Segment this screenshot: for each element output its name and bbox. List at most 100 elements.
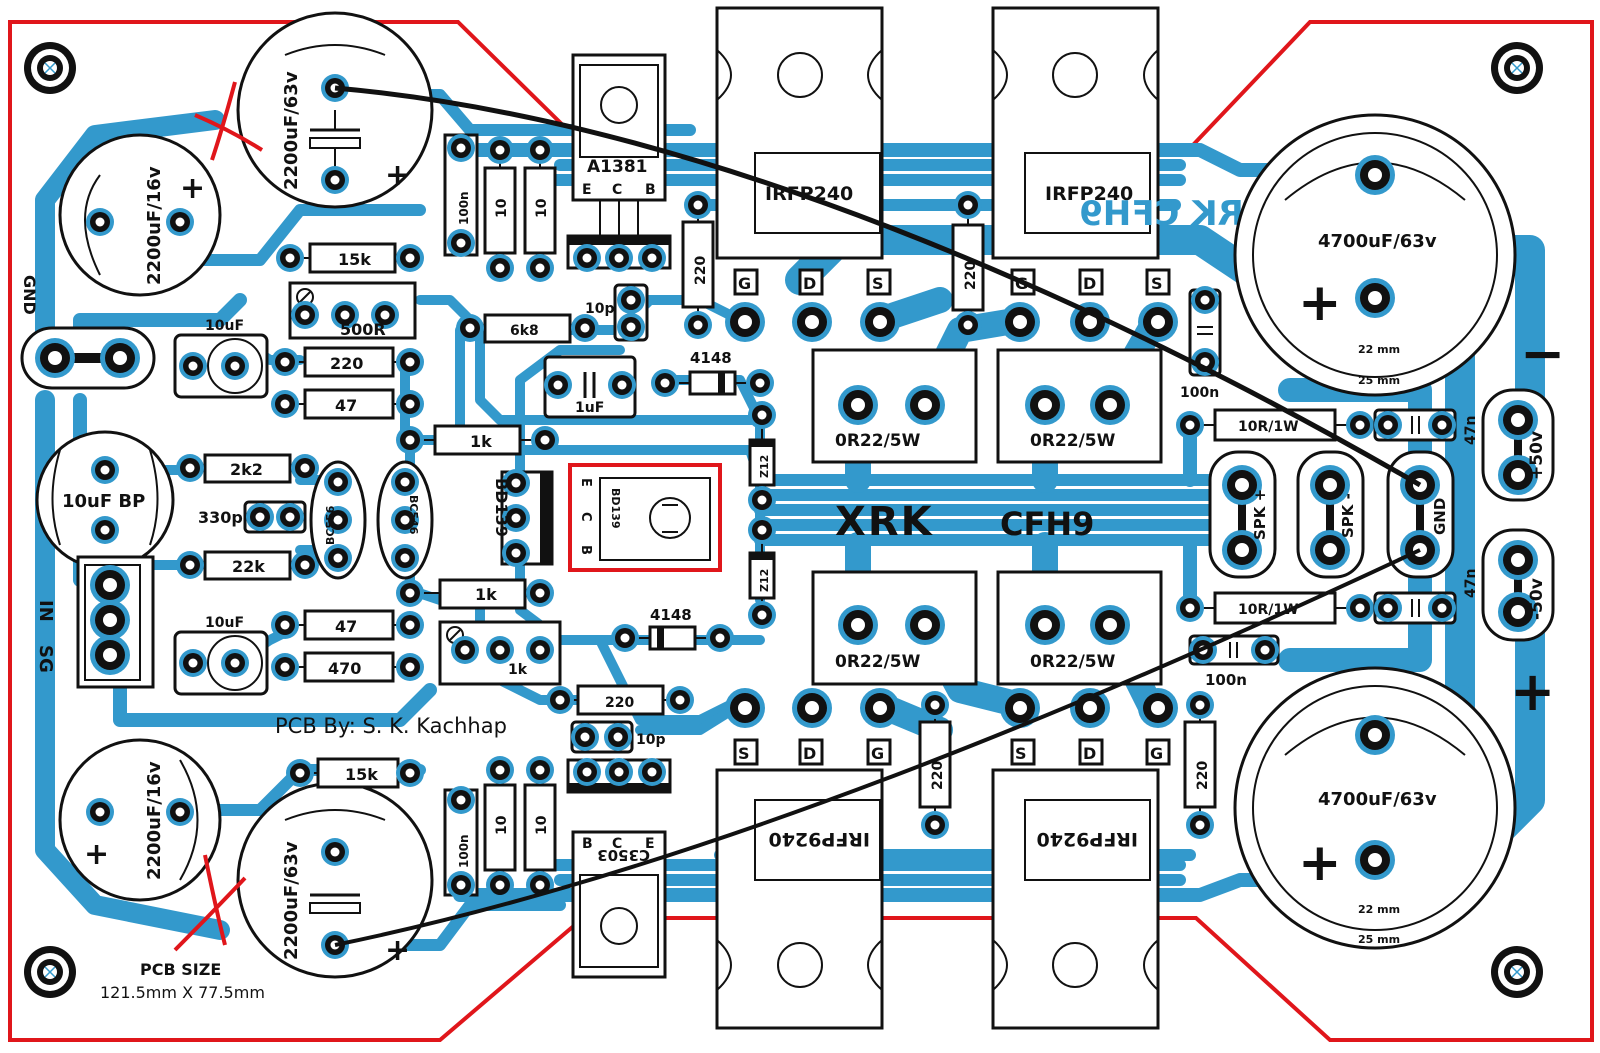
trimmer-1k: 1k [438, 620, 562, 686]
r10r-a-label: 10R/1W [1238, 419, 1299, 435]
jumper-wire-bottom [334, 548, 1421, 947]
pin-c-label: C [612, 182, 622, 198]
v-plus-label: +50v [1527, 431, 1547, 480]
pcb-size-title: PCB SIZE [140, 960, 221, 979]
c100n-c-label: 100n [1180, 385, 1219, 401]
pin-g-label: G [1150, 744, 1163, 763]
resistor-10-a: 10 [483, 136, 517, 282]
cap-10uf-bp: 10uF BP [35, 430, 175, 570]
d25-top-label: 25 mm [1358, 374, 1400, 387]
r47-b-label: 47 [335, 617, 357, 636]
r220-e-label: 220 [930, 761, 946, 790]
c10p-a-label: 10p [585, 301, 615, 317]
transistor-a1381: A1381 E C B [566, 53, 672, 272]
pin-d-label: D [803, 274, 816, 293]
bd139-h-label: BD139 [609, 488, 622, 528]
resistor-10-d: 10 [523, 756, 557, 899]
pin-g-label: G [738, 274, 751, 293]
cap-47n-top: 47n [1373, 408, 1479, 445]
c100n-b-label: 100n [457, 834, 471, 868]
cap-10uf-lower-label: 10uF [205, 615, 244, 631]
or22-c-label: 0R22/5W [835, 652, 921, 672]
input-connector: IN SG [35, 555, 155, 689]
pin-s-label: S [1151, 274, 1163, 293]
resistor-15k-bottom: 15k [286, 757, 424, 789]
spk-minus-label: SPK - [1339, 493, 1357, 538]
transistor-bc556: BC556 [309, 460, 367, 580]
resistor-220-gate-b: 220 [951, 191, 985, 339]
cap-plus-sign: + [1298, 273, 1342, 333]
resistor-2k2: 2k2 [176, 453, 319, 484]
transistor-bd139-vas: BD139 [492, 469, 554, 567]
cap-2200uf-63v-top: + 2200uF/63v [236, 11, 434, 209]
cap-2200uf-63v-bottom-label: 2200uF/63v [281, 841, 302, 960]
cap-plus-sign: + [385, 933, 410, 968]
gnd-terminal-left: GND [20, 275, 156, 390]
bd139-label: BD139 [492, 478, 511, 537]
minus-sign: − [1520, 322, 1565, 385]
pin-d-label: D [803, 744, 816, 763]
r220-b-label: 220 [605, 695, 634, 711]
diode-4148-top: 4148 [651, 349, 774, 397]
mount-hole-tl [23, 41, 77, 95]
cap-2200uf-63v-bottom: + 2200uF/63v [236, 781, 434, 979]
c47n-a-label: 47n [1463, 416, 1479, 445]
resistor-6k8: 6k8 [456, 313, 599, 344]
resistor-47-b: 47 [271, 609, 424, 641]
cap-plus-sign: + [1298, 833, 1342, 893]
r2k2-label: 2k2 [230, 460, 263, 479]
cap-100n-bottom-left: 100n [443, 786, 479, 899]
red-x-mark-bottom [173, 854, 247, 952]
c3503-label: C3503 [597, 846, 650, 864]
cap-plus-sign: + [180, 171, 205, 206]
pin-e-label: E [578, 478, 593, 487]
resistor-15k-top: 15k [276, 242, 424, 274]
in-label: IN [35, 600, 56, 622]
mosfet-irfp240-right: IRFP240 G D S [991, 6, 1178, 342]
cap-47n-bottom: 47n [1373, 569, 1479, 625]
cap-10p-top: 10p [585, 283, 649, 342]
cap-2200uf-16v-bottom: + 2200uF/16v [58, 738, 222, 902]
or22-a-label: 0R22/5W [835, 431, 921, 451]
d22-bot-label: 22 mm [1358, 903, 1400, 916]
gnd-right-label: GND [1431, 498, 1449, 535]
pcb-size-value: 121.5mm X 77.5mm [100, 983, 265, 1002]
resistor-470: 470 [271, 651, 424, 683]
mount-hole-br [1490, 945, 1544, 999]
r1k-b-label: 1k [475, 585, 497, 604]
z12-b-label: Z12 [758, 569, 771, 592]
pin-b-label: B [578, 545, 593, 555]
spk-plus-label: SPK + [1251, 489, 1269, 540]
r470-label: 470 [328, 659, 361, 678]
irfp9240-a-label: IRFP9240 [769, 828, 871, 850]
pin-s-label: S [1015, 744, 1027, 763]
cap-plus-sign: + [84, 837, 109, 872]
power-terminal-minus-50v: -50v [1481, 528, 1555, 642]
r10-a-label: 10 [494, 198, 510, 218]
spk-minus-terminal: SPK - [1296, 450, 1365, 579]
pin-e-label: E [645, 836, 655, 852]
a1381-label: A1381 [587, 157, 647, 177]
pin-c-label: C [578, 512, 593, 522]
red-x-mark-top [194, 81, 264, 161]
cap-2200uf-16v-top: + 2200uF/16v [58, 133, 222, 297]
bc556-label: BC556 [324, 505, 337, 545]
resistor-1k-b: 1k [396, 578, 554, 610]
diode-4148-bottom: 4148 [611, 606, 734, 652]
z12-a-label: Z12 [758, 455, 771, 478]
c1uf-label: 1uF [575, 400, 604, 416]
d4148-a-label: 4148 [690, 349, 732, 367]
mount-hole-tr [1490, 41, 1544, 95]
r22k-label: 22k [232, 557, 265, 576]
cap-4700uf-bottom: + 4700uF/63v 22 mm 25 mm [1233, 666, 1517, 950]
resistor-0r22-top-left: 0R22/5W [811, 348, 978, 464]
v-minus-label: -50v [1527, 578, 1547, 620]
pin-e-label: E [582, 182, 592, 198]
zener-z12-bottom: Z12 [748, 516, 776, 629]
logo-xrk: XRK [835, 499, 934, 545]
resistor-220-b: 220 [546, 684, 694, 716]
cap-10uf-lower: 10uF [173, 615, 269, 696]
resistor-1k-a: 1k [396, 424, 559, 456]
r15k-top-label: 15k [338, 250, 371, 269]
